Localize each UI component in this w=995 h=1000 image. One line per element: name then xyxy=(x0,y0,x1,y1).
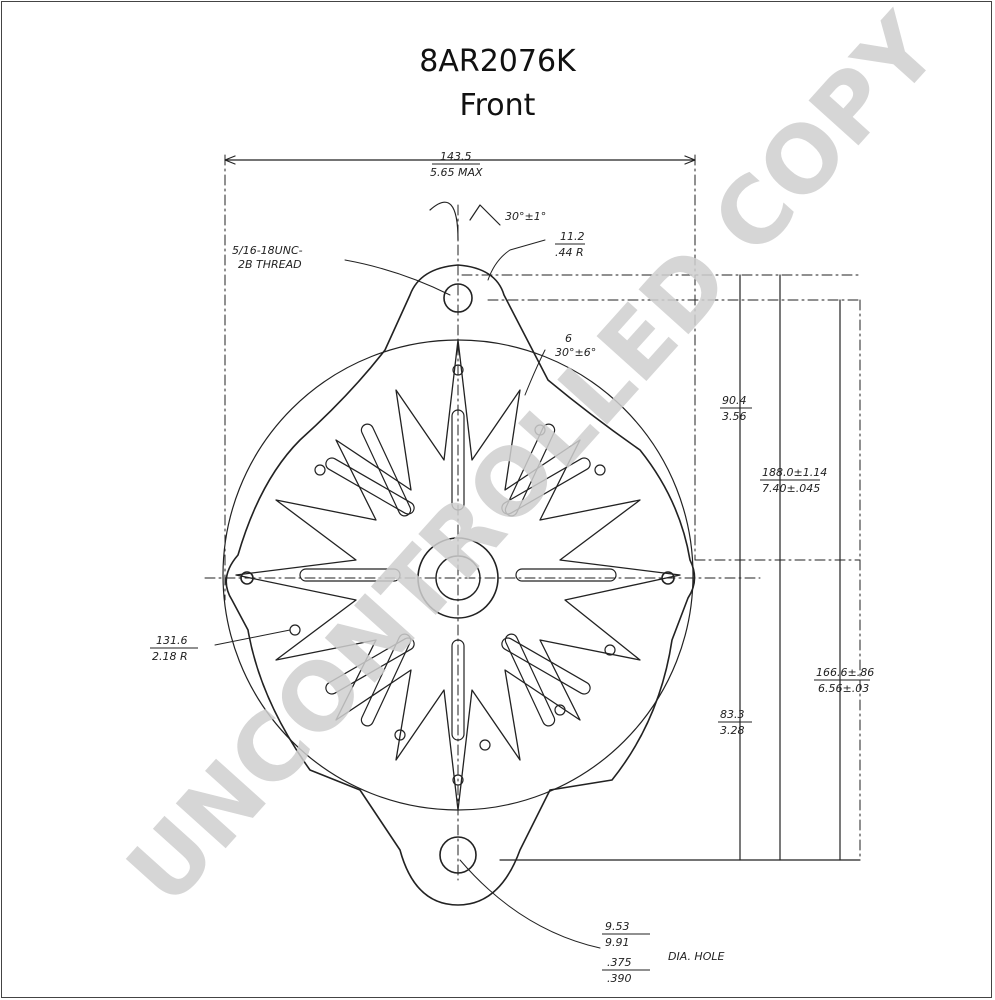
dimension-labels: 143.5 5.65 MAX 30°±1° 5/16-18UNC- 2B THR… xyxy=(152,150,874,985)
left-radius-bottom: 2.18 R xyxy=(152,650,188,663)
hole-dim-2: 9.91 xyxy=(605,936,630,949)
note-dim-bottom: 30°±6° xyxy=(555,346,596,359)
note-dim-top: 6 xyxy=(565,332,572,345)
upper-height-top: 90.4 xyxy=(722,394,747,407)
hole-dim-4: .390 xyxy=(607,972,632,985)
hole-dim-3: .375 xyxy=(607,956,632,969)
full-height-bottom: 6.56±.03 xyxy=(818,682,869,695)
view-label: Front xyxy=(459,88,536,123)
hole-label: DIA. HOLE xyxy=(668,950,724,963)
thread-label-2: 2B THREAD xyxy=(238,258,302,271)
width-dim-top: 143.5 xyxy=(440,150,472,163)
radius-dim-top: 11.2 xyxy=(560,230,585,243)
width-dim-bottom: 5.65 MAX xyxy=(430,166,483,179)
lower-height-top: 83.3 xyxy=(720,708,745,721)
upper-height-bottom: 3.56 xyxy=(722,410,747,423)
hole-dim-1: 9.53 xyxy=(605,920,630,933)
full-height-top: 166.6±.86 xyxy=(816,666,874,679)
vent-slots xyxy=(299,409,617,741)
thread-label-1: 5/16-18UNC- xyxy=(232,244,303,257)
angle-dim: 30°±1° xyxy=(505,210,546,223)
mid-height-bottom: 7.40±.045 xyxy=(762,482,820,495)
lower-height-bottom: 3.28 xyxy=(720,724,745,737)
model-number: 8AR2076K xyxy=(419,44,576,79)
mid-height-top: 188.0±1.14 xyxy=(762,466,827,479)
watermark: UNCONTROLLED COPY xyxy=(107,0,960,925)
radius-dim-bottom: .44 R xyxy=(555,246,584,259)
left-radius-top: 131.6 xyxy=(156,634,188,647)
